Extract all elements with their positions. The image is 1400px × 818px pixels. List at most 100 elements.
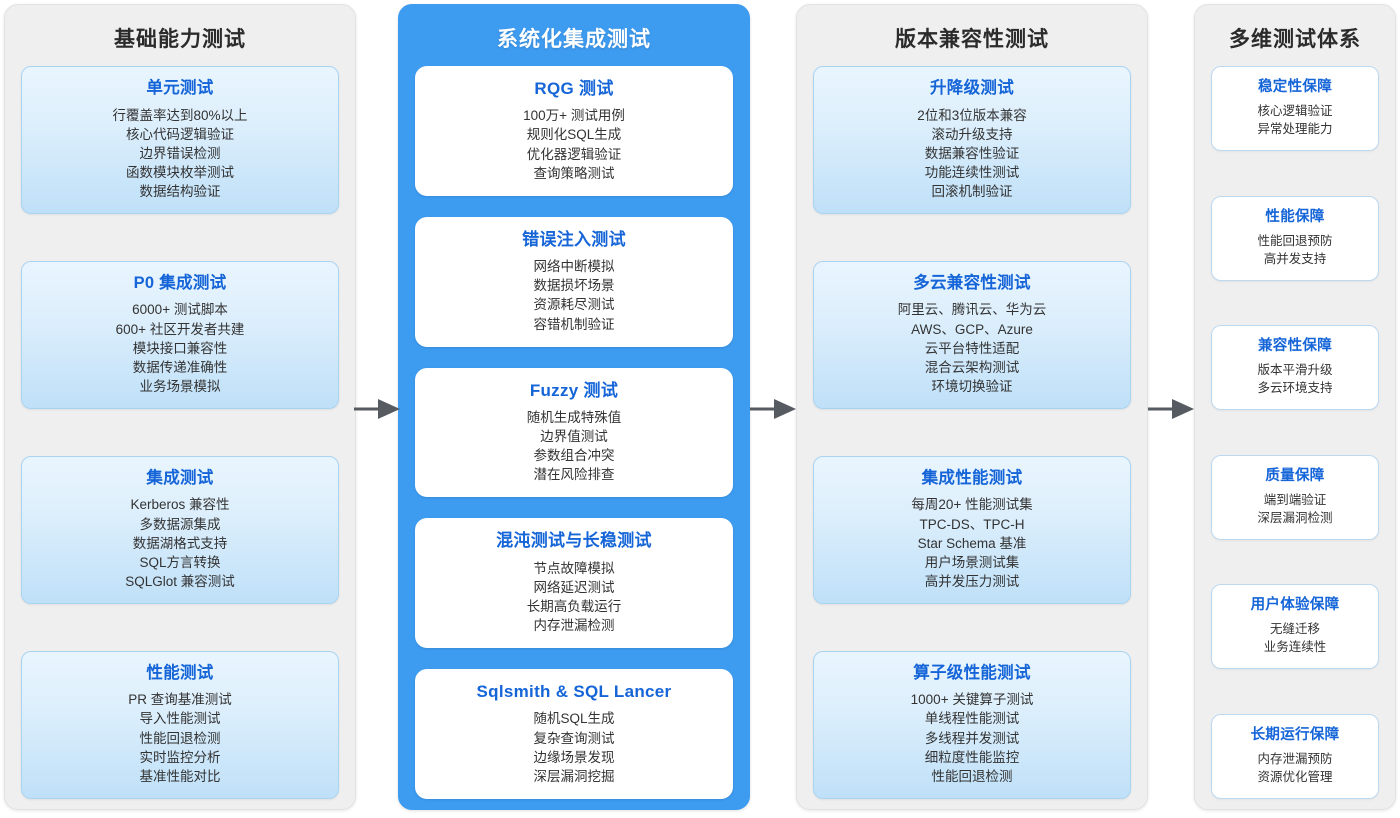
card-line: 实时监控分析: [139, 749, 221, 765]
card-line: 数据结构验证: [139, 184, 221, 200]
card-line: 多数据源集成: [139, 516, 221, 532]
card-lines: 行覆盖率达到80%以上 核心代码逻辑验证 边界错误检测 函数模块枚举测试 数据结…: [32, 106, 328, 202]
column-basic-capability-testing: 基础能力测试 单元测试 行覆盖率达到80%以上 核心代码逻辑验证 边界错误检测 …: [4, 4, 356, 810]
card-compatibility-assurance[interactable]: 兼容性保障 版本平滑升级 多云环境支持: [1211, 325, 1379, 411]
card-title: Fuzzy 测试: [529, 380, 619, 400]
card-line: 内存泄漏检测: [533, 618, 615, 634]
card-upgrade-downgrade-test[interactable]: 升降级测试 2位和3位版本兼容 滚动升级支持 数据兼容性验证 功能连续性测试 回…: [813, 66, 1131, 215]
card-line: 潜在风险排查: [533, 467, 615, 483]
card-line: 多线程并发测试: [924, 730, 1020, 746]
card-title: 升降级测试: [930, 79, 1014, 98]
card-line: 边界值测试: [540, 428, 608, 444]
card-fuzzy-test[interactable]: Fuzzy 测试 随机生成特殊值 边界值测试 参数组合冲突 潜在风险排查: [415, 367, 733, 498]
card-line: 细粒度性能监控: [924, 749, 1020, 765]
card-user-experience-assurance[interactable]: 用户体验保障 无缝迁移 业务连续性: [1211, 584, 1379, 670]
card-title: 集成性能测试: [921, 468, 1023, 487]
card-line: 复杂查询测试: [533, 730, 615, 746]
card-operator-level-performance-test[interactable]: 算子级性能测试 1000+ 关键算子测试 单线程性能测试 多线程并发测试 细粒度…: [813, 650, 1131, 799]
card-line: 回滚机制验证: [931, 184, 1013, 200]
card-line: SQLGlot 兼容测试: [125, 573, 235, 589]
arrow-right-icon: [354, 395, 400, 423]
card-line: 无缝迁移: [1269, 622, 1320, 637]
card-line: 边缘场景发现: [533, 749, 615, 765]
card-line: 功能连续性测试: [924, 165, 1020, 181]
card-line: 性能回退预防: [1257, 233, 1333, 248]
card-line: 随机SQL生成: [533, 711, 615, 727]
card-list: 单元测试 行覆盖率达到80%以上 核心代码逻辑验证 边界错误检测 函数模块枚举测…: [21, 66, 339, 799]
card-line: 内存泄漏预防: [1257, 751, 1333, 766]
column-title: 基础能力测试: [114, 28, 246, 51]
card-line: 深层漏洞挖掘: [533, 768, 615, 784]
card-lines: 随机SQL生成 复杂查询测试 边缘场景发现 深层漏洞挖掘: [426, 709, 722, 786]
card-line: 多云环境支持: [1257, 381, 1333, 396]
column-title: 系统化集成测试: [497, 28, 651, 51]
column-title: 版本兼容性测试: [895, 28, 1049, 51]
card-line: 6000+ 测试脚本: [132, 302, 228, 318]
card-title: RQG 测试: [534, 79, 614, 99]
card-rqg-test[interactable]: RQG 测试 100万+ 测试用例 规则化SQL生成 优化器逻辑验证 查询策略测…: [415, 66, 733, 196]
card-line: PR 查询基准测试: [128, 692, 232, 708]
card-lines: 端到端验证 深层漏洞检测: [1222, 491, 1368, 527]
card-title: 兼容性保障: [1258, 338, 1332, 355]
card-lines: 性能回退预防 高并发支持: [1222, 232, 1368, 268]
card-list: 升降级测试 2位和3位版本兼容 滚动升级支持 数据兼容性验证 功能连续性测试 回…: [813, 66, 1131, 799]
card-stability-assurance[interactable]: 稳定性保障 核心逻辑验证 异常处理能力: [1211, 66, 1379, 152]
card-performance-assurance[interactable]: 性能保障 性能回退预防 高并发支持: [1211, 195, 1379, 281]
card-line: 深层漏洞检测: [1257, 510, 1333, 525]
card-line: 高并发压力测试: [924, 573, 1020, 589]
card-line: 环境切换验证: [931, 379, 1013, 395]
card-lines: 2位和3位版本兼容 滚动升级支持 数据兼容性验证 功能连续性测试 回滚机制验证: [824, 106, 1120, 202]
card-lines: 节点故障模拟 网络延迟测试 长期高负载运行 内存泄漏检测: [426, 559, 722, 636]
card-lines: 内存泄漏预防 资源优化管理: [1222, 750, 1368, 786]
card-title: Sqlsmith & SQL Lancer: [476, 682, 672, 702]
card-title: 长期运行保障: [1250, 726, 1340, 743]
card-lines: Kerberos 兼容性 多数据源集成 数据湖格式支持 SQL方言转换 SQLG…: [32, 495, 328, 591]
card-list: 稳定性保障 核心逻辑验证 异常处理能力 性能保障 性能回退预防 高并发支持 兼容…: [1211, 66, 1379, 799]
column-version-compatibility-testing: 版本兼容性测试 升降级测试 2位和3位版本兼容 滚动升级支持 数据兼容性验证 功…: [796, 4, 1148, 810]
card-sqlsmith-sql-lancer[interactable]: Sqlsmith & SQL Lancer 随机SQL生成 复杂查询测试 边缘场…: [415, 669, 733, 799]
column-systematic-integration-testing: 系统化集成测试 RQG 测试 100万+ 测试用例 规则化SQL生成 优化器逻辑…: [398, 4, 750, 810]
card-quality-assurance[interactable]: 质量保障 端到端验证 深层漏洞检测: [1211, 454, 1379, 540]
card-lines: 核心逻辑验证 异常处理能力: [1222, 102, 1368, 138]
card-line: TPC-DS、TPC-H: [919, 516, 1025, 532]
card-line: Kerberos 兼容性: [130, 497, 230, 513]
card-line: 行覆盖率达到80%以上: [112, 107, 248, 123]
card-title: 多云兼容性测试: [913, 274, 1031, 293]
card-title: P0 集成测试: [133, 274, 227, 293]
card-integration-performance-test[interactable]: 集成性能测试 每周20+ 性能测试集 TPC-DS、TPC-H Star Sch…: [813, 455, 1131, 605]
card-line: 1000+ 关键算子测试: [910, 692, 1034, 708]
card-line: 参数组合冲突: [533, 448, 615, 464]
card-line: 数据传递准确性: [132, 359, 228, 375]
card-line: 性能回退检测: [139, 730, 221, 746]
card-title: 集成测试: [146, 468, 214, 487]
card-lines: 阿里云、腾讯云、华为云 AWS、GCP、Azure 云平台特性适配 混合云架构测…: [824, 300, 1120, 396]
card-line: 核心逻辑验证: [1257, 104, 1333, 119]
card-line: 资源耗尽测试: [533, 297, 615, 313]
card-line: 业务连续性: [1263, 640, 1327, 655]
card-multicloud-compatibility-test[interactable]: 多云兼容性测试 阿里云、腾讯云、华为云 AWS、GCP、Azure 云平台特性适…: [813, 261, 1131, 410]
card-line: 函数模块枚举测试: [126, 165, 234, 181]
card-title: 单元测试: [146, 79, 214, 98]
card-title: 用户体验保障: [1250, 597, 1340, 614]
card-line: 模块接口兼容性: [132, 340, 228, 356]
card-performance-test[interactable]: 性能测试 PR 查询基准测试 导入性能测试 性能回退检测 实时监控分析 基准性能…: [21, 650, 339, 799]
card-long-term-operation-assurance[interactable]: 长期运行保障 内存泄漏预防 资源优化管理: [1211, 713, 1379, 799]
card-line: 数据损坏场景: [533, 278, 615, 294]
card-lines: 随机生成特殊值 边界值测试 参数组合冲突 潜在风险排查: [426, 408, 722, 485]
card-chaos-and-longevity-test[interactable]: 混沌测试与长稳测试 节点故障模拟 网络延迟测试 长期高负载运行 内存泄漏检测: [415, 518, 733, 649]
card-unit-test[interactable]: 单元测试 行覆盖率达到80%以上 核心代码逻辑验证 边界错误检测 函数模块枚举测…: [21, 66, 339, 215]
column-multidimensional-test-system: 多维测试体系 稳定性保障 核心逻辑验证 异常处理能力 性能保障 性能回退预防 高…: [1194, 4, 1396, 810]
card-line: 2位和3位版本兼容: [917, 107, 1027, 123]
card-line: 阿里云、腾讯云、华为云: [897, 302, 1047, 318]
card-fault-injection-test[interactable]: 错误注入测试 网络中断模拟 数据损坏场景 资源耗尽测试 容错机制验证: [415, 216, 733, 347]
column-title: 多维测试体系: [1229, 28, 1361, 51]
card-p0-integration-test[interactable]: P0 集成测试 6000+ 测试脚本 600+ 社区开发者共建 模块接口兼容性 …: [21, 261, 339, 410]
card-title: 性能保障: [1265, 208, 1325, 225]
card-line: 核心代码逻辑验证: [126, 126, 234, 142]
card-integration-test[interactable]: 集成测试 Kerberos 兼容性 多数据源集成 数据湖格式支持 SQL方言转换…: [21, 455, 339, 605]
card-line: 容错机制验证: [533, 316, 615, 332]
card-line: 600+ 社区开发者共建: [115, 321, 245, 337]
card-line: SQL方言转换: [139, 554, 221, 570]
card-line: 混合云架构测试: [924, 359, 1020, 375]
